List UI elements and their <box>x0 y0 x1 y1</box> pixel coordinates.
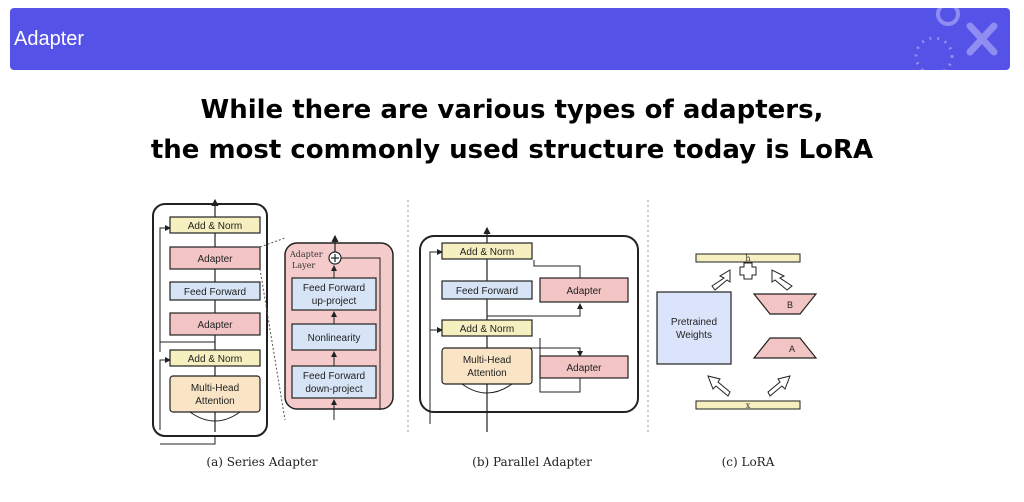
lora-x-label: x <box>746 401 751 410</box>
lora-arrow-x-a-icon <box>767 375 791 397</box>
lora-arrow-b-up-icon <box>771 269 793 291</box>
series-add-norm-bottom <box>169 349 261 367</box>
series-attention-label-1: Multi-Head <box>191 383 239 394</box>
parallel-attention-label-1: Multi-Head <box>463 355 511 366</box>
headline-line-1: While there are various types of adapter… <box>200 95 824 125</box>
parallel-feed-forward-label: Feed Forward <box>456 286 518 297</box>
parallel-attention <box>441 347 533 385</box>
up-project-label-1: Feed Forward <box>303 283 365 294</box>
series-attention <box>169 375 261 413</box>
series-add-norm-top <box>169 216 261 234</box>
lora-b-label: B <box>787 300 793 310</box>
lora-caption: (c) LoRA <box>722 455 775 469</box>
lora-output-bar <box>695 253 801 263</box>
series-feed-forward <box>169 281 261 301</box>
series-add-norm-top-label: Add & Norm <box>188 221 242 232</box>
lora-b-matrix <box>752 293 818 315</box>
lora-arrow-x-weights-icon <box>707 375 731 397</box>
lora-panel: h x Pretrained Weights B A (c) LoRA <box>656 253 818 469</box>
parallel-attention-label-2: Attention <box>467 368 506 379</box>
parallel-adapter-top <box>539 277 629 303</box>
decorative-pattern-icon <box>914 8 998 70</box>
header-title: Adapter <box>14 28 85 50</box>
up-project-box <box>291 277 377 311</box>
down-project-label-1: Feed Forward <box>303 371 365 382</box>
parallel-adapter-bottom <box>539 355 629 379</box>
lora-h-label: h <box>745 254 750 263</box>
parallel-add-norm-top <box>441 242 533 260</box>
lora-pretrained-weights <box>656 291 732 365</box>
down-project-label-2: down-project <box>305 384 362 395</box>
up-project-label-2: up-project <box>312 296 357 307</box>
lora-weights-label-2: Weights <box>676 330 712 341</box>
parallel-adapter-top-label: Adapter <box>566 286 602 297</box>
series-adapter-bottom-label: Adapter <box>197 320 233 331</box>
series-add-norm-bottom-label: Add & Norm <box>188 354 242 365</box>
headline-line-2: the most commonly used structure today i… <box>150 135 874 165</box>
series-adapter-panel: Add & Norm Adapter Feed Forward Adapter … <box>152 198 394 469</box>
parallel-add-norm-bottom <box>441 319 533 337</box>
lora-arrow-weights-up-icon <box>711 269 731 291</box>
series-adapter-top-label: Adapter <box>197 254 233 265</box>
series-feed-forward-label: Feed Forward <box>184 287 246 298</box>
lora-a-label: A <box>789 344 795 354</box>
headline: While there are various types of adapter… <box>0 90 1024 170</box>
adapter-layer-label-2: Layer <box>292 261 315 270</box>
parallel-add-norm-bottom-label: Add & Norm <box>460 324 514 335</box>
series-caption: (a) Series Adapter <box>206 455 317 469</box>
lora-input-bar <box>695 400 801 410</box>
down-project-box <box>291 365 377 399</box>
series-adapter-top <box>169 246 261 270</box>
nonlinearity-label: Nonlinearity <box>308 333 361 344</box>
parallel-adapter-bottom-label: Adapter <box>566 363 602 374</box>
parallel-adapter-panel: Add & Norm Feed Forward Adapter Add & No… <box>419 226 639 469</box>
parallel-add-norm-top-label: Add & Norm <box>460 247 514 258</box>
lora-a-matrix <box>752 337 818 359</box>
lora-weights-label-1: Pretrained <box>671 317 717 328</box>
parallel-feed-forward <box>441 280 533 300</box>
series-adapter-bottom <box>169 312 261 336</box>
header-bar: Adapter <box>10 8 1010 70</box>
series-attention-label-2: Attention <box>195 396 234 407</box>
parallel-caption: (b) Parallel Adapter <box>472 455 592 469</box>
adapter-layer-label-1: Adapter <box>289 250 323 259</box>
